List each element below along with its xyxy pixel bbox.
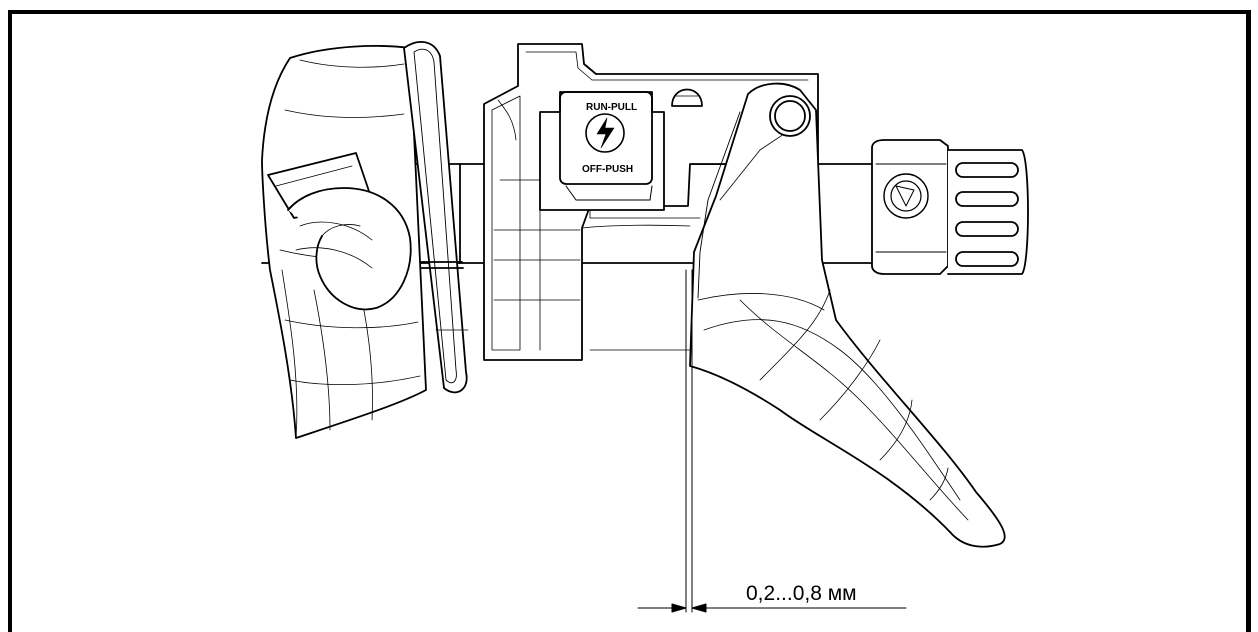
adjuster-knob <box>871 139 1029 275</box>
switch-label-top: RUN-PULL <box>586 102 637 113</box>
rider-hand <box>261 45 427 439</box>
gap-dimension <box>637 269 907 613</box>
grip-ring <box>403 41 469 394</box>
gap-dimension-label: 0,2...0,8 мм <box>746 582 857 605</box>
switch-button <box>539 91 665 211</box>
brake-lever <box>689 82 1006 548</box>
switch-label-bottom: OFF-PUSH <box>582 164 633 175</box>
